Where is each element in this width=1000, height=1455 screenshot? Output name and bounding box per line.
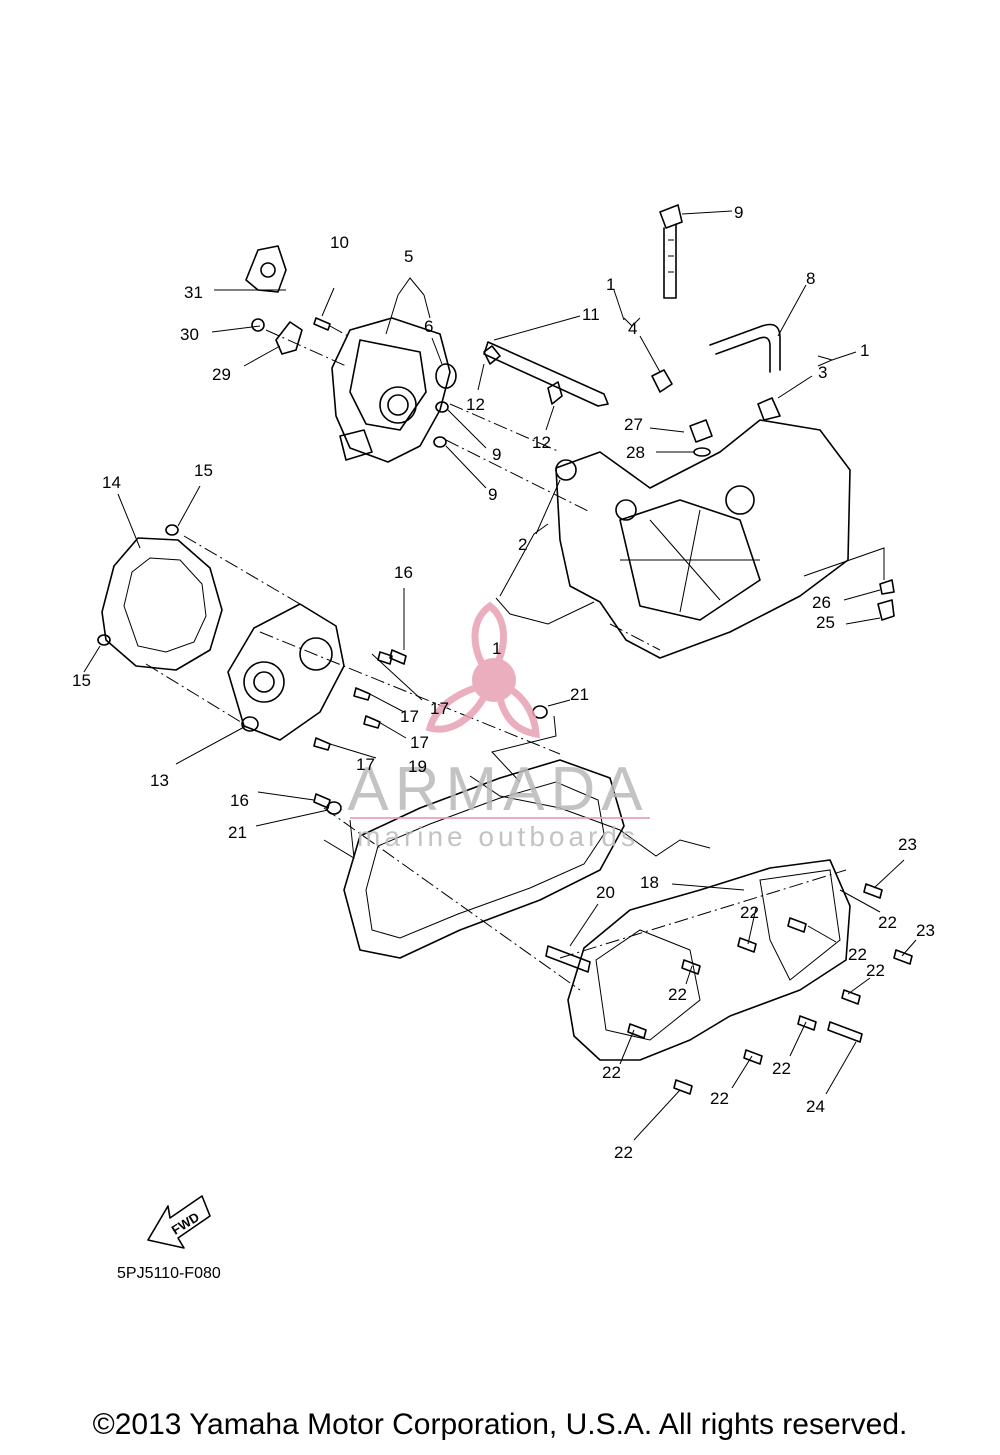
callout-19: 19: [408, 757, 427, 776]
callout-17-c: 17: [410, 733, 429, 752]
callout-6: 6: [424, 317, 433, 336]
callout-1-right: 1: [860, 341, 869, 360]
callout-1-left: 1: [492, 639, 501, 658]
callout-1-top: 1: [606, 275, 615, 294]
part-plug-oring: [689, 419, 713, 457]
part-cover-plate: [227, 603, 345, 741]
part-housing-assembly: [331, 317, 457, 463]
callout-16-b: 16: [230, 791, 249, 810]
callout-22-a: 22: [740, 903, 759, 922]
callout-24: 24: [806, 1097, 825, 1116]
callout-8: 9: [734, 203, 743, 222]
callout-26: 28: [626, 443, 645, 462]
alignment-lines: [145, 325, 847, 991]
watermark: ARMADA marine outboards: [347, 601, 650, 852]
callout-15-a: 15: [194, 461, 213, 480]
callout-22-g: 22: [772, 1059, 791, 1078]
callout-14: 14: [102, 473, 121, 492]
callout-10: 10: [330, 233, 349, 252]
callout-9-a: 9: [492, 445, 501, 464]
callout-29: 29: [212, 365, 231, 384]
callout-15-b: 15: [72, 671, 91, 690]
callout-17-d: 17: [356, 755, 375, 774]
callout-9-b: 9: [488, 485, 497, 504]
fwd-arrow-icon: FWD: [147, 1195, 211, 1249]
part-gasket-large: [343, 759, 625, 959]
part-small-bolts: [251, 317, 331, 332]
part-bracket: [275, 321, 303, 355]
part-pin: [545, 945, 591, 973]
part-plugs: [433, 401, 449, 448]
callout-21-b: 21: [228, 823, 247, 842]
callout-3: 3: [818, 363, 827, 382]
part-gasket-left: [101, 537, 223, 671]
callout-25: 27: [624, 415, 643, 434]
watermark-tagline: marine outboards: [357, 821, 639, 852]
part-plate: [245, 245, 287, 293]
part-cable-tie: [659, 204, 683, 299]
part-drain-bolt: [877, 579, 895, 621]
callout-labels: 9 8 1 4 1 3 5 6 10 11 12 12 9 9 31 30 29…: [72, 203, 935, 1162]
callout-30: 30: [180, 325, 199, 344]
callout-13: 13: [150, 771, 169, 790]
callout-20: 20: [596, 883, 615, 902]
callout-12-b: 12: [532, 433, 551, 452]
diagram-code: 5PJ5110-F080: [117, 1265, 221, 1282]
part-clips: [483, 345, 563, 405]
callout-2: 2: [518, 535, 527, 554]
callout-22-c: 22: [848, 945, 867, 964]
part-shaft: [483, 341, 609, 407]
part-hose: [709, 323, 781, 373]
callout-28: 26: [812, 593, 831, 612]
part-outer-cover: [567, 859, 851, 1061]
watermark-brand: ARMADA: [347, 755, 648, 824]
callout-22-e: 22: [668, 985, 687, 1004]
callout-22-f: 22: [602, 1063, 621, 1082]
part-bolts-16-17: [313, 649, 407, 809]
part-cover-bolts: [627, 883, 913, 1095]
part-crankcase: [555, 419, 851, 659]
callout-18: 18: [640, 873, 659, 892]
callout-21-a: 21: [570, 685, 589, 704]
callout-22-h: 22: [710, 1089, 729, 1108]
part-bushings: [651, 369, 781, 421]
callout-22-b: 22: [878, 913, 897, 932]
callout-17-a: 17: [430, 699, 449, 718]
callout-23-a: 23: [898, 835, 917, 854]
callout-7: 8: [806, 269, 815, 288]
part-dowels: [97, 524, 179, 646]
callout-22-d: 22: [866, 961, 885, 980]
callout-11: 11: [582, 305, 600, 324]
callout-27: 25: [816, 613, 835, 632]
callout-16-a: 16: [394, 563, 413, 582]
callout-22-i: 22: [614, 1143, 633, 1162]
leader-lines: [83, 210, 917, 1141]
callout-17-b: 17: [400, 707, 419, 726]
callout-4: 4: [628, 319, 637, 338]
callout-12-a: 12: [466, 395, 485, 414]
callout-5: 5: [404, 247, 413, 266]
copyright-notice: ©2013 Yamaha Motor Corporation, U.S.A. A…: [92, 1408, 908, 1441]
callout-31: 31: [184, 283, 203, 302]
callout-23-b: 23: [916, 921, 935, 940]
watermark-propeller-icon: [425, 601, 540, 739]
